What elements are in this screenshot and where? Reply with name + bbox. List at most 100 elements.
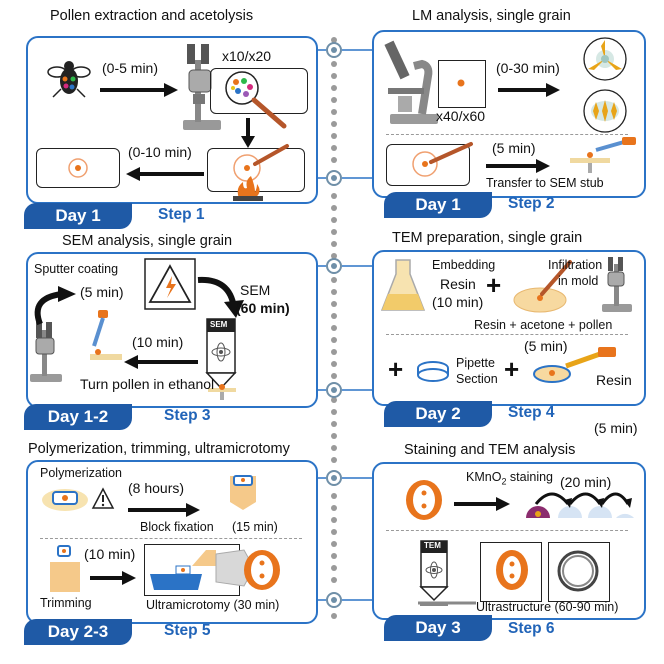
timeline-dot: [331, 493, 337, 499]
p4-mold-label: in mold: [558, 274, 599, 288]
panel-3-day-badge: Day 1-2: [24, 404, 132, 430]
timeline-dot: [331, 577, 337, 583]
pollen-dot-icon: [457, 79, 465, 87]
timeline-node: [326, 470, 342, 486]
p6-result-frame-1: [480, 542, 542, 602]
timeline-dot: [331, 325, 337, 331]
timeline-dot: [331, 433, 337, 439]
panel-5-title: Polymerization, trimming, ultramicrotomy: [28, 441, 290, 457]
timeline-dot: [331, 421, 337, 427]
panel-5: [26, 460, 318, 624]
p3-ethanol-label: Turn pollen in ethanol: [80, 376, 215, 392]
panel-2-title: LM analysis, single grain: [412, 8, 571, 24]
p4-embedding-label: Embedding: [432, 258, 496, 272]
p3-time-2: (60 min): [236, 300, 290, 316]
p4-resin-label: Resin: [440, 276, 476, 292]
arrow-right-icon: [100, 83, 178, 97]
mold-dish-icon: [42, 489, 88, 511]
p6-ultrastructure-label: Ultrastructure (60-90 min): [476, 600, 619, 614]
p2-transfer-label: Transfer to SEM stub: [486, 176, 604, 190]
p4-infiltration-label: Infiltration: [548, 258, 603, 272]
p5-block-label: Block fixation: [140, 520, 214, 534]
p5-ultramicrotomy-label: Ultramicrotomy (30 min): [146, 598, 280, 612]
timeline-dot: [331, 97, 337, 103]
pipette-drop-icon: [90, 310, 122, 360]
p2-divider: [386, 134, 628, 135]
panel-1-day-badge: Day 1: [24, 203, 132, 229]
p6-staining-label: KMnO2 staining: [466, 470, 554, 487]
timeline-dot: [331, 193, 337, 199]
arrow-left-icon: [124, 355, 198, 369]
plus-icon: +: [486, 270, 502, 300]
timeline-dot: [331, 289, 337, 295]
mold-pipette-icon: [533, 347, 616, 383]
timeline-dot: [331, 109, 337, 115]
arrow-right-icon: [454, 497, 510, 511]
panel-1-step-label: Step 1: [158, 206, 205, 223]
p4-pipette-label: Pipette: [456, 356, 495, 370]
sem-column-icon: [205, 318, 237, 390]
arrow-right-icon: [486, 159, 550, 173]
panel-3-step-label: Step 3: [164, 407, 211, 424]
ultramicrotome-icon: [150, 549, 255, 590]
section-dish-icon: [417, 361, 449, 382]
p5-polymerization-label: Polymerization: [40, 466, 122, 480]
p3-sem-label: SEM: [240, 282, 271, 298]
timeline-node: [326, 258, 342, 274]
p5-divider: [40, 538, 302, 539]
p2-slide-2: [386, 144, 470, 186]
needle-transfer-icon: [412, 142, 473, 177]
panel-4-step-label: Step 4: [508, 404, 555, 421]
timeline-dot: [331, 61, 337, 67]
timeline-dot: [331, 133, 337, 139]
p6-divider: [386, 530, 628, 531]
timeline-dot: [331, 373, 337, 379]
panel-4-day-badge: Day 2: [384, 401, 492, 427]
p5-time-1: (8 hours): [128, 480, 185, 496]
timeline-dot: [331, 337, 337, 343]
p1-slide-3: [36, 148, 120, 188]
p2-magnification: x40/x60: [436, 108, 486, 124]
flask-icon: [380, 259, 426, 311]
timeline-dot: [331, 253, 337, 259]
p1-magnification: x10/x20: [222, 48, 272, 64]
bee-icon: [47, 61, 91, 98]
timeline-node: [326, 170, 342, 186]
panel-3-title: SEM analysis, single grain: [62, 233, 233, 249]
p4-section-label: Section: [456, 372, 498, 386]
timeline-dot: [331, 241, 337, 247]
timeline-node: [326, 42, 342, 58]
timeline-dot: [331, 121, 337, 127]
pollen-polar-view-icon: [583, 37, 627, 81]
arrow-right-icon: [128, 503, 200, 517]
p3-sem-tag: SEM: [210, 320, 228, 329]
p4-time-2: (5 min): [524, 338, 568, 354]
pollen-heated-icon: [233, 144, 289, 201]
stereo-microscope-icon: [30, 322, 62, 382]
panel-5-step-label: Step 5: [164, 622, 211, 639]
panel-4-title: TEM preparation, single grain: [392, 230, 583, 246]
p1-time-1: (0-5 min): [102, 60, 159, 76]
trimmed-block-icon: [50, 545, 80, 592]
p1-time-2: (0-10 min): [128, 144, 192, 160]
panel-2-step-label: Step 2: [508, 195, 555, 212]
timeline-dot: [331, 361, 337, 367]
p6-time-1: (20 min): [560, 474, 612, 490]
p3-sputter-label: Sputter coating: [34, 262, 119, 276]
arrow-down-icon: [241, 118, 255, 148]
timeline-dot: [331, 613, 337, 619]
timeline-dot: [331, 277, 337, 283]
timeline-node: [326, 382, 342, 398]
timeline-dot: [331, 445, 337, 451]
pollen-on-slide-icon: [68, 158, 88, 178]
p5-trimming-label: Trimming: [40, 596, 92, 610]
timeline-dot: [331, 457, 337, 463]
p4-resin-label-2: Resin: [596, 372, 632, 388]
sem-stub-icon: [208, 384, 236, 400]
magnifier-pollen-mix-icon: [225, 71, 287, 129]
timeline-dot: [331, 229, 337, 235]
timeline-dot: [331, 73, 337, 79]
timeline-dot: [331, 517, 337, 523]
